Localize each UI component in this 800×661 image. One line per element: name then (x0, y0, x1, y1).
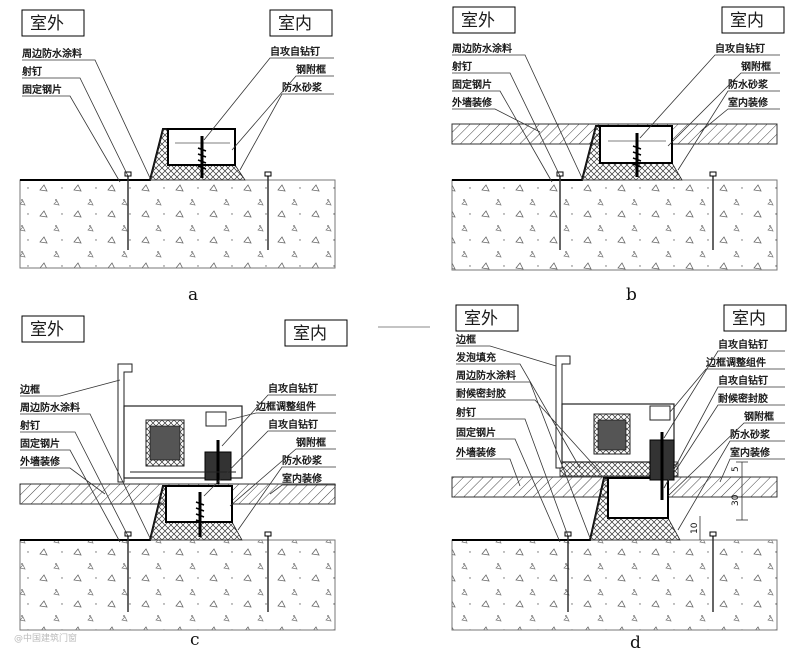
panel-b-inside-label: 室内 (730, 11, 764, 31)
watermark: @中国建筑门窗 (14, 632, 77, 644)
panel-c-right-label-4: 钢附框 (296, 436, 326, 449)
panel-a-left-label-3: 固定钢片 (22, 83, 62, 96)
panel-c-right-label-2: 边框调整组件 (255, 400, 316, 413)
panel-b-left-label-1: 周边防水涂料 (452, 42, 512, 55)
panel-c-left-label-1: 边框 (19, 383, 40, 396)
panel-c-left-label-2: 周边防水涂料 (20, 401, 80, 414)
panel-c-caption: c (190, 630, 200, 650)
panel-d-caption: d (630, 633, 641, 653)
panel-d-left-label-7: 外墙装修 (455, 446, 497, 459)
panel-d-left-label-6: 固定钢片 (456, 426, 496, 439)
panel-d-left-label-5: 射钉 (455, 406, 476, 419)
panel-a-caption: a (188, 285, 198, 305)
panel-d-right-label-3: 自攻自钻钉 (718, 374, 768, 387)
panel-c-left-label-5: 外墙装修 (19, 455, 61, 468)
panel-c-right-label-6: 室内装修 (282, 472, 323, 485)
panel-c-right-label-1: 自攻自钻钉 (268, 382, 318, 395)
panel-d-right-label-7: 室内装修 (730, 446, 771, 459)
panel-d-right-label-1: 自攻自钻钉 (718, 338, 768, 351)
panel-d-left-label-3: 周边防水涂料 (456, 369, 516, 382)
panel-c-outside-label: 室外 (30, 320, 64, 340)
panel-b-right-label-2: 钢附框 (741, 60, 771, 73)
panel-d-dimension-5: 5 (731, 466, 741, 472)
panel-d-inside-label: 室内 (732, 309, 766, 329)
panel-c-inside-box (284, 319, 348, 347)
panel-d-dimension-30: 30 (731, 494, 741, 506)
panel-b-left-label-3: 固定钢片 (452, 78, 492, 91)
panel-d-left-label-4: 耐候密封胶 (456, 387, 506, 400)
panel-b-outside-label: 室外 (461, 11, 495, 31)
panel-a-inside-label: 室内 (278, 14, 312, 34)
panel-b-left-label-4: 外墙装修 (451, 96, 493, 109)
panel-b-right-label-1: 自攻自钻钉 (715, 42, 765, 55)
panel-a-outside-box (21, 9, 85, 37)
panel-a-outside-label: 室外 (30, 14, 64, 34)
panel-c-right-label-5: 防水砂浆 (282, 454, 323, 467)
panel-a-right-label-3: 防水砂浆 (282, 81, 323, 94)
panel-a-left-label-1: 周边防水涂料 (22, 47, 82, 60)
panel-a-inside-box (269, 9, 333, 37)
panel-c-right-label-3: 自攻自钻钉 (268, 418, 318, 431)
panel-a-right-label-1: 自攻自钻钉 (270, 45, 320, 58)
panel-c: 室外 室内 边框 周边防水涂料 射钉 固定钢片 外墙装修 自攻自钻钉 边框调整组… (19, 315, 348, 650)
panel-d-right-label-6: 防水砂浆 (730, 428, 771, 441)
panel-b-right-label-4: 室内装修 (728, 96, 769, 109)
panel-b: 室外 室内 周边防水涂料 射钉 固定钢片 外墙装修 自攻自钻钉 钢附框 防水砂浆… (451, 6, 785, 305)
panel-d-outside-box (455, 304, 519, 332)
panel-b-outside-box (452, 6, 516, 34)
panel-a-right-label-2: 钢附框 (296, 63, 326, 76)
panel-d: 5 30 10 室外 室内 边框 发泡填充 周边防水涂料 耐候密封胶 射钉 固定… (451, 304, 787, 653)
panel-a: 室外 室内 周边防水涂料 射钉 固定钢片 自攻自钻钉 钢附框 防水砂浆 a (19, 9, 336, 305)
panel-b-inside-box (721, 6, 785, 34)
panel-b-left-label-2: 射钉 (451, 60, 472, 73)
panel-d-right-label-4: 耐候密封胶 (718, 392, 768, 405)
panel-d-left-label-1: 边框 (455, 333, 476, 346)
panel-d-inside-box (723, 304, 787, 332)
panel-d-right-label-5: 钢附框 (744, 410, 774, 423)
panel-d-dimension-10: 10 (690, 522, 700, 534)
panel-a-left-label-2: 射钉 (21, 65, 42, 78)
panel-c-left-label-3: 射钉 (19, 419, 40, 432)
panel-d-right-label-2: 边框调整组件 (705, 356, 766, 369)
panel-d-outside-label: 室外 (464, 309, 498, 329)
panel-d-left-label-2: 发泡填充 (455, 351, 496, 364)
panel-c-inside-label: 室内 (293, 324, 327, 344)
panel-c-outside-box (21, 315, 85, 343)
panel-b-right-label-3: 防水砂浆 (728, 78, 769, 91)
panel-c-left-label-4: 固定钢片 (20, 437, 60, 450)
panel-b-caption: b (626, 285, 637, 305)
